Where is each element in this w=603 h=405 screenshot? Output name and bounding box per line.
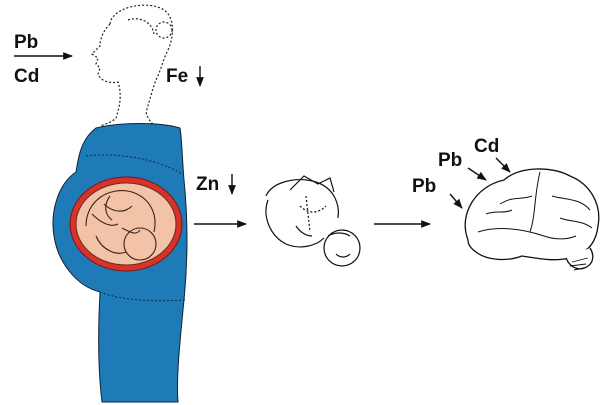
mother-head-outline [92,5,173,128]
label-pb-brain-1: Pb [438,150,462,171]
arrow-pb-to-brain-1 [468,168,486,180]
label-fe-deficiency: Fe [166,66,188,87]
label-zn-deficiency: Zn [196,174,219,195]
label-cd-mother: Cd [14,66,39,87]
label-pb-mother: Pb [14,32,38,53]
arrow-cd-to-brain [496,158,510,172]
fetus-illustration [266,176,360,266]
arrow-pb-to-brain-2 [450,194,462,208]
brain-illustration [465,169,599,270]
label-pb-brain-2: Pb [412,176,436,197]
label-cd-brain: Cd [474,136,499,157]
